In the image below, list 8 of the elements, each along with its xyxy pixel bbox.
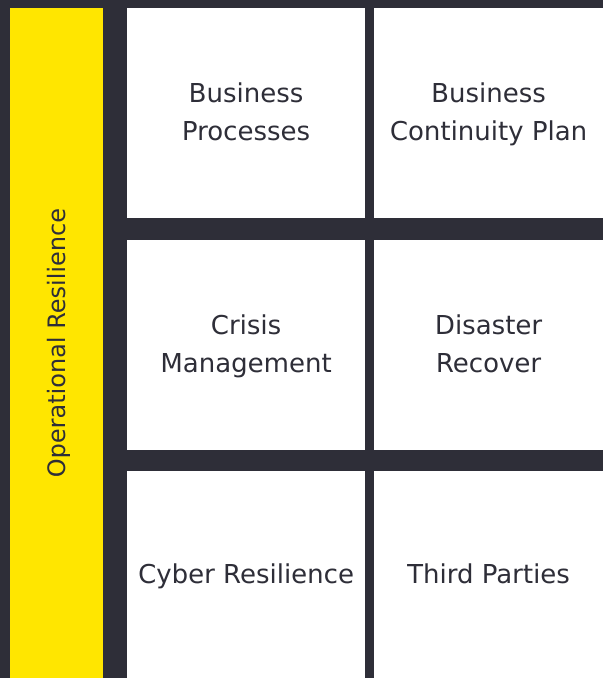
vertical-band [10, 8, 103, 678]
topic-card: Disaster Recover [374, 240, 603, 450]
topic-card: Business Continuity Plan [374, 8, 603, 218]
topic-card: Crisis Management [127, 240, 365, 450]
topic-card: Third Parties [374, 471, 603, 678]
topic-card: Business Processes [127, 8, 365, 218]
topic-card: Cyber Resilience [127, 471, 365, 678]
band-title: Operational Resilience [42, 208, 70, 478]
